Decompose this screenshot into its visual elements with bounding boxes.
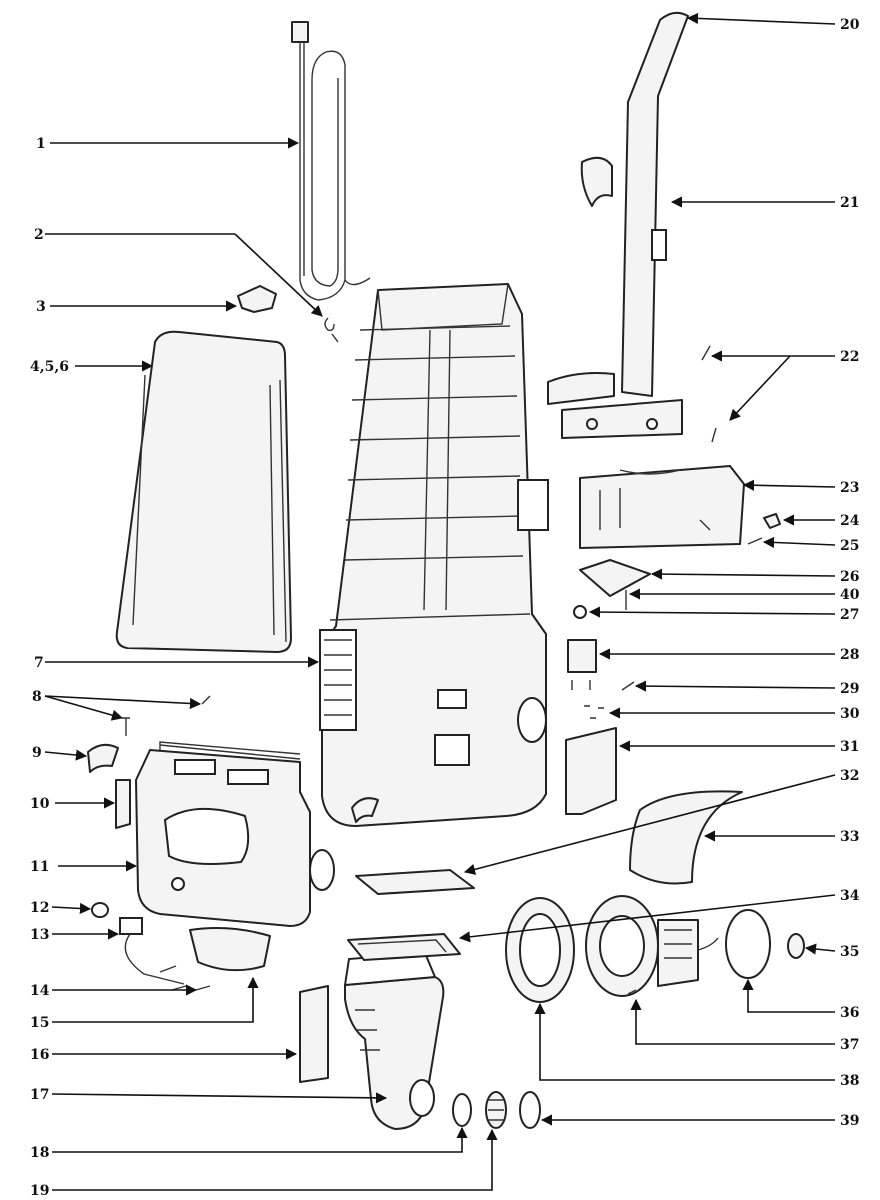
part-knob bbox=[91, 902, 109, 918]
callout-8: 8 bbox=[32, 689, 42, 705]
callout-21: 21 bbox=[840, 195, 859, 211]
part-clip-small bbox=[351, 797, 379, 823]
callout-3: 3 bbox=[36, 299, 46, 315]
callout-20: 20 bbox=[840, 17, 860, 33]
part-plate bbox=[565, 727, 617, 815]
callout-24: 24 bbox=[840, 513, 860, 529]
part-top-cover bbox=[579, 465, 745, 549]
callout-39: 39 bbox=[840, 1113, 859, 1129]
part-clip bbox=[324, 317, 339, 343]
part-bag-panel bbox=[115, 330, 292, 653]
callout-22: 22 bbox=[840, 349, 859, 365]
callout-12: 12 bbox=[30, 900, 49, 916]
part-spring-assembly bbox=[119, 917, 271, 991]
part-handle-screws bbox=[701, 345, 717, 443]
part-filter-panel bbox=[299, 985, 329, 1083]
part-fasteners bbox=[747, 513, 781, 545]
callout-26: 26 bbox=[840, 569, 859, 585]
callout-37: 37 bbox=[840, 1037, 859, 1053]
callout-9: 9 bbox=[32, 745, 42, 761]
part-switch bbox=[567, 639, 635, 719]
callout-33: 33 bbox=[840, 829, 859, 845]
part-latch bbox=[87, 743, 119, 773]
callout-19: 19 bbox=[30, 1183, 49, 1199]
callout-10: 10 bbox=[30, 796, 50, 812]
callout-35: 35 bbox=[840, 944, 859, 960]
callout-2: 2 bbox=[34, 227, 44, 243]
callout-25: 25 bbox=[840, 538, 859, 554]
callout-17: 17 bbox=[30, 1087, 49, 1103]
leader-lines bbox=[44, 12, 836, 1191]
callout-14: 14 bbox=[30, 983, 50, 999]
callout-15: 15 bbox=[30, 1015, 49, 1031]
callout-27: 27 bbox=[840, 607, 859, 623]
callout-23: 23 bbox=[840, 480, 859, 496]
callout-36: 36 bbox=[840, 1005, 859, 1021]
part-valve bbox=[573, 559, 651, 619]
callout-38: 38 bbox=[840, 1073, 859, 1089]
callout-11: 11 bbox=[30, 859, 49, 875]
part-main-housing bbox=[319, 283, 549, 827]
callout-32: 32 bbox=[840, 768, 859, 784]
part-switch-plate bbox=[115, 779, 131, 829]
callout-16: 16 bbox=[30, 1047, 49, 1063]
part-dirt-cup-base bbox=[343, 951, 445, 1130]
part-handle bbox=[547, 11, 689, 439]
part-wheels bbox=[452, 1091, 541, 1129]
callout-7: 7 bbox=[34, 655, 44, 671]
part-bracket bbox=[237, 285, 277, 313]
part-motor-assembly bbox=[505, 895, 805, 1003]
callout-29: 29 bbox=[840, 681, 859, 697]
part-screws bbox=[122, 695, 211, 736]
callout-28: 28 bbox=[840, 647, 859, 663]
callout-40: 40 bbox=[840, 587, 860, 603]
part-lower-housing bbox=[135, 741, 335, 927]
callout-4-5-6: 4,5,6 bbox=[30, 359, 69, 375]
part-curved-cover bbox=[629, 790, 743, 885]
callout-13: 13 bbox=[30, 927, 49, 943]
part-power-cord bbox=[291, 21, 371, 301]
callout-34: 34 bbox=[840, 888, 860, 904]
part-filters bbox=[347, 869, 475, 961]
callout-31: 31 bbox=[840, 739, 859, 755]
callout-18: 18 bbox=[30, 1145, 49, 1161]
callout-1: 1 bbox=[36, 136, 46, 152]
callout-labels: 1 2 3 4,5,6 7 8 9 10 11 12 13 14 15 16 1… bbox=[30, 17, 860, 1199]
callout-30: 30 bbox=[840, 706, 860, 722]
